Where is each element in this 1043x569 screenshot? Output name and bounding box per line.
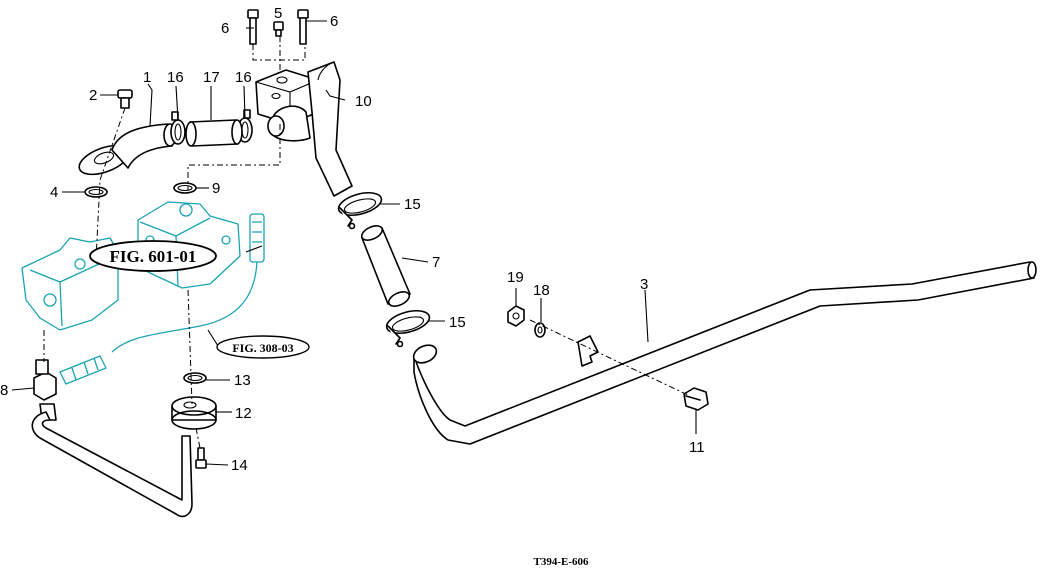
- callout-15-upper: 15: [404, 196, 421, 213]
- callout-8: 8: [0, 382, 8, 399]
- part-4-o-ring: [84, 186, 108, 198]
- part-2-bolt: [117, 89, 133, 109]
- callout-7: 7: [432, 254, 440, 271]
- callout-9: 9: [212, 180, 220, 197]
- callout-19: 19: [507, 269, 524, 286]
- part-17-hose: [185, 119, 243, 147]
- part-5-plug: [273, 21, 284, 37]
- part-8-fitting: [33, 359, 57, 421]
- part-10-manifold: [255, 61, 353, 197]
- drawing-code: T394-E-606: [534, 556, 590, 568]
- callout-6-right: 6: [330, 13, 338, 30]
- part-1-elbow-tube: [78, 123, 177, 176]
- part-3-exhaust-pipe: [412, 261, 1037, 445]
- part-7-hose: [360, 225, 411, 307]
- callout-1: 1: [143, 69, 151, 86]
- part-18-washer: [534, 322, 546, 338]
- fig-reference-sub-label: FIG. 308-03: [232, 341, 293, 355]
- part-9-o-ring: [173, 182, 197, 194]
- part-6-bolt-left: [247, 9, 259, 45]
- callout-15-lower: 15: [449, 314, 466, 331]
- part-6-bolt-right: [297, 9, 309, 45]
- fig-reference-main-label: FIG. 601-01: [110, 247, 197, 266]
- callout-11: 11: [689, 439, 705, 456]
- part-16-clamp-left: [170, 111, 186, 145]
- callout-4: 4: [50, 184, 58, 201]
- center-lines: [43, 36, 691, 449]
- fig-reference-main: FIG. 601-01: [89, 240, 217, 272]
- part-14-bolt: [195, 447, 207, 469]
- callout-16-left: 16: [167, 69, 184, 86]
- part-15-clamp-upper: [337, 191, 383, 230]
- callout-5: 5: [274, 5, 282, 22]
- reference-hose-fig-308: [59, 213, 265, 385]
- callout-12: 12: [235, 405, 252, 422]
- callout-10: 10: [355, 93, 372, 110]
- fig-reference-sub: FIG. 308-03: [216, 335, 310, 359]
- part-11-bolt: [683, 387, 709, 411]
- callout-16-right: 16: [235, 69, 252, 86]
- callout-18: 18: [533, 282, 550, 299]
- callout-2: 2: [89, 87, 97, 104]
- leader-lines: [11, 20, 697, 466]
- callout-3: 3: [640, 276, 648, 293]
- callout-13: 13: [234, 372, 251, 389]
- part-13-o-ring: [183, 372, 207, 384]
- callout-14: 14: [231, 457, 248, 474]
- callout-6-left: 6: [221, 20, 229, 37]
- part-15-clamp-lower: [385, 309, 431, 348]
- callout-17: 17: [203, 69, 220, 86]
- drain-pipe: [31, 411, 193, 518]
- part-12-flange: [171, 396, 217, 430]
- callout-numbers: 1 2 16 17 16 6 5 6 10 4 9 15 7 15 19 18 …: [0, 5, 705, 474]
- part-19-nut: [507, 305, 525, 327]
